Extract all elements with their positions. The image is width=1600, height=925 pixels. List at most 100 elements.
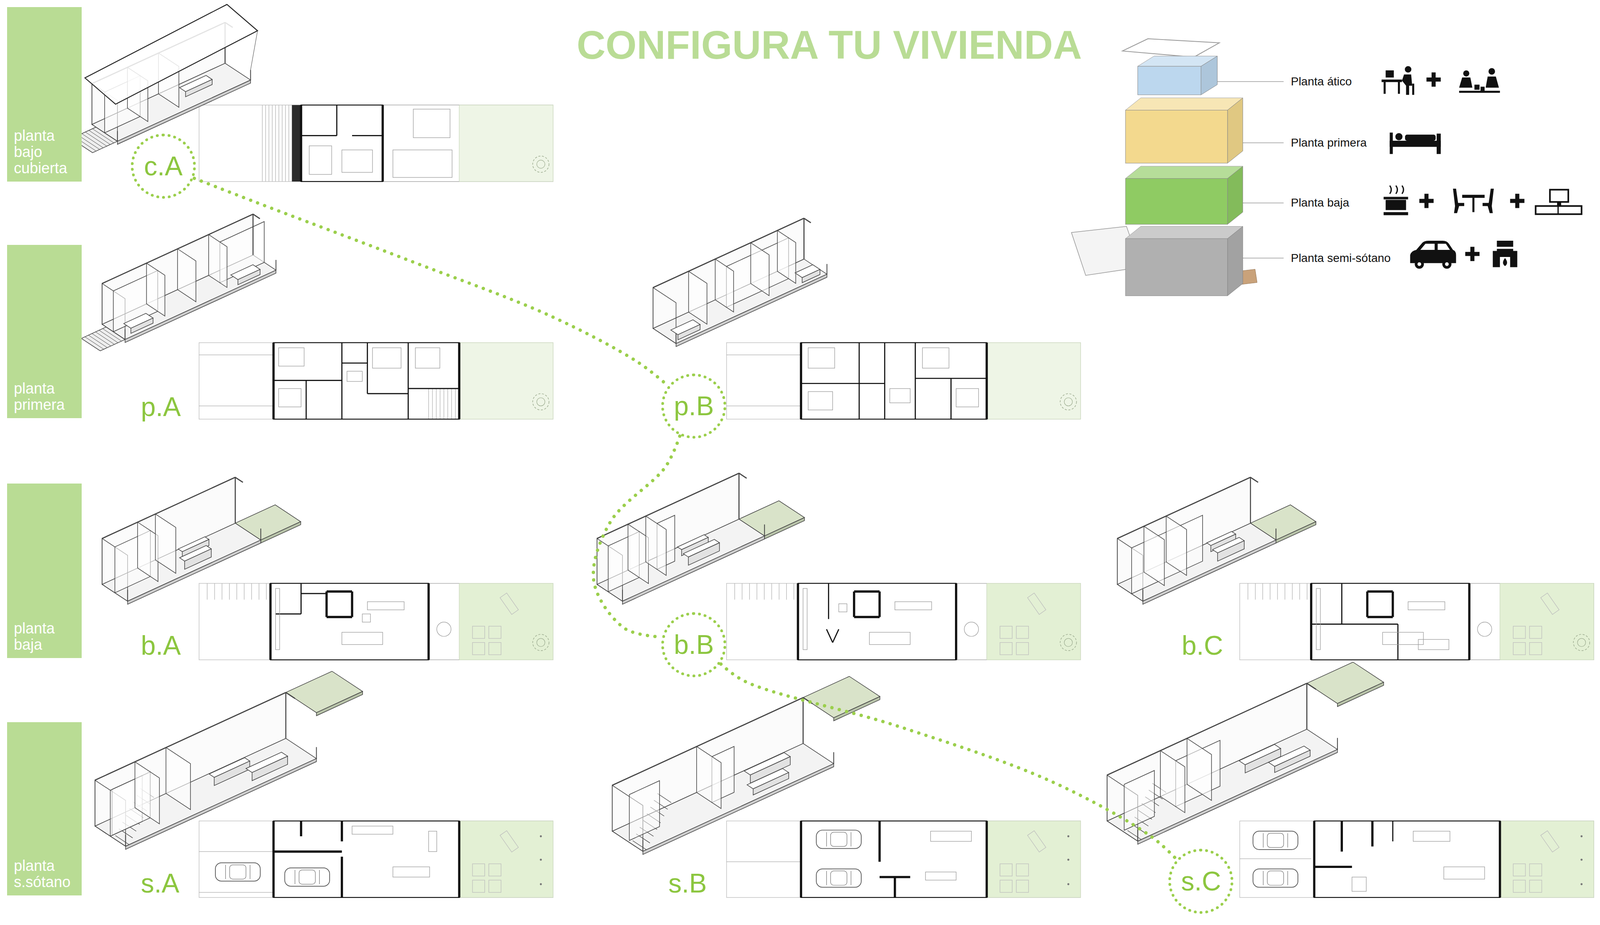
furniture xyxy=(1382,632,1424,645)
table-icon xyxy=(1462,195,1485,198)
legend-swatch-face xyxy=(1125,110,1228,163)
thin-line xyxy=(428,660,460,661)
thin-line xyxy=(251,583,252,600)
partition xyxy=(832,629,839,643)
corner-edge xyxy=(764,524,765,537)
garden-paver xyxy=(1513,626,1526,639)
floor-band: planta baja xyxy=(7,483,82,659)
car-body xyxy=(1252,869,1298,888)
deck-board xyxy=(81,133,103,148)
partition xyxy=(301,135,338,137)
party-wall xyxy=(796,583,799,661)
partition xyxy=(300,583,302,615)
option-circle: p.B xyxy=(661,373,727,439)
partition xyxy=(367,393,409,395)
furniture-front xyxy=(1217,540,1245,562)
round-table xyxy=(964,622,979,637)
kid-icon xyxy=(1463,70,1470,77)
car-roof xyxy=(1267,871,1284,886)
tv-unit-icon xyxy=(1557,206,1559,215)
thin-line xyxy=(288,105,290,182)
flame-icon xyxy=(1502,258,1508,267)
partition xyxy=(382,105,384,182)
garden-dot xyxy=(1580,835,1583,838)
thin-line xyxy=(428,388,429,420)
thin-line xyxy=(1262,583,1263,600)
thick-wall xyxy=(326,616,353,619)
axonometric-sketch xyxy=(102,477,301,605)
tree xyxy=(1064,638,1073,648)
partition xyxy=(305,380,307,420)
furniture xyxy=(278,388,302,408)
thin-line xyxy=(243,583,245,600)
partition xyxy=(1311,623,1398,625)
cross-partition xyxy=(1187,738,1212,801)
box-side xyxy=(1227,226,1243,297)
garden-edge xyxy=(764,517,805,540)
axonometric-sketch xyxy=(1107,662,1384,845)
thin-line xyxy=(1247,583,1248,600)
garden-paver xyxy=(1529,880,1542,893)
bed-icon xyxy=(1436,133,1441,155)
box-side xyxy=(1227,97,1243,164)
thin-line xyxy=(199,355,274,356)
stair-step xyxy=(1127,830,1142,840)
garden-dot xyxy=(540,859,543,862)
tree xyxy=(1573,634,1590,651)
plot-outline xyxy=(726,583,1081,661)
thin-line xyxy=(443,388,445,420)
thick-wall xyxy=(878,821,881,863)
corner-edge xyxy=(127,590,128,602)
garden-paver xyxy=(472,880,485,893)
person-icon xyxy=(1405,66,1412,73)
axonometric-sketch xyxy=(612,676,880,855)
furniture xyxy=(1352,877,1367,892)
plot-outline xyxy=(199,342,554,420)
end-wall xyxy=(652,287,676,344)
plot-outline xyxy=(199,821,554,898)
deck-board xyxy=(85,132,107,147)
stair-step xyxy=(115,835,130,845)
party-wall xyxy=(985,342,988,420)
car-roof xyxy=(1267,833,1284,848)
car-wheel xyxy=(1442,259,1452,269)
thin-line xyxy=(214,583,215,600)
toy-icon xyxy=(1480,86,1485,91)
garden xyxy=(1500,821,1594,898)
thin-line xyxy=(764,583,765,600)
thin-line xyxy=(778,583,780,600)
car-glass xyxy=(294,870,295,885)
thin-line xyxy=(221,583,223,600)
top-edge xyxy=(102,214,253,284)
thin-line xyxy=(266,583,267,600)
partition xyxy=(859,382,885,385)
partition xyxy=(408,388,460,390)
tree xyxy=(532,634,549,651)
building-outline xyxy=(301,105,383,182)
building-outline xyxy=(273,821,460,898)
partition xyxy=(352,135,383,137)
furniture-front xyxy=(184,549,212,570)
corner-edge xyxy=(1137,830,1139,842)
thick-wall xyxy=(1367,590,1393,593)
furniture xyxy=(428,831,438,853)
option-code: b.C xyxy=(1181,632,1224,660)
thin-line xyxy=(726,862,802,863)
legend-swatch xyxy=(1125,226,1243,297)
floor-plan xyxy=(199,583,554,661)
deck-board xyxy=(92,333,111,347)
thin-line xyxy=(1469,583,1500,584)
thin-line xyxy=(432,388,433,420)
furniture-front xyxy=(753,772,789,796)
party-wall xyxy=(381,105,384,182)
tree xyxy=(532,156,549,173)
plot-outline xyxy=(726,821,1081,898)
slab-edge xyxy=(1137,749,1338,845)
car-glass xyxy=(1287,833,1288,848)
garden-edge xyxy=(316,691,363,716)
option-circle: s.C xyxy=(1168,849,1234,915)
furniture xyxy=(802,588,808,650)
cross-partition xyxy=(696,746,722,809)
thick-wall xyxy=(273,850,342,853)
